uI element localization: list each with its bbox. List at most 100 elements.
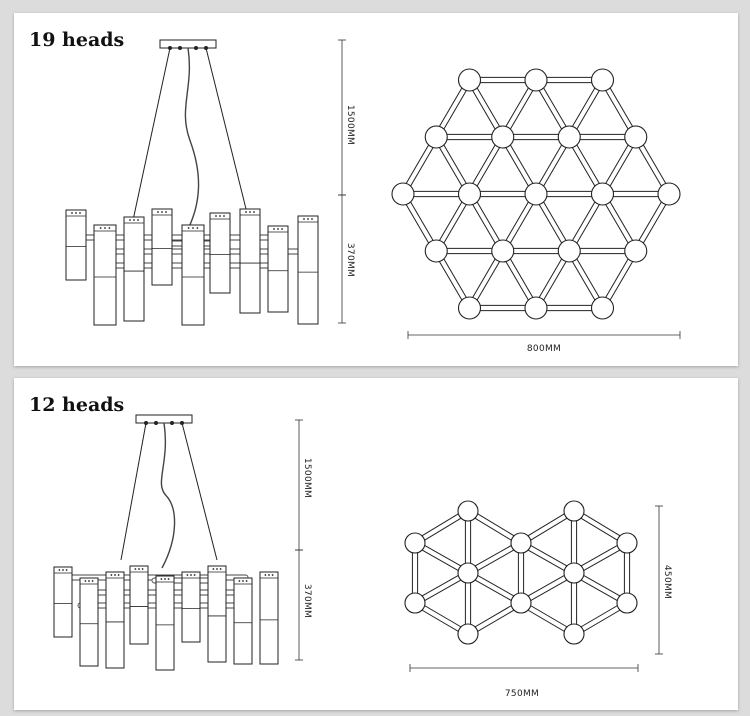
- light-tube: [267, 225, 289, 313]
- tube-vent-dot: [91, 580, 94, 582]
- tube-vent-dot: [249, 211, 251, 213]
- light-head: [563, 623, 585, 645]
- connecting-rod: [416, 600, 470, 633]
- light-head: [457, 68, 482, 92]
- light-head: [510, 592, 532, 614]
- connecting-rod: [572, 600, 626, 633]
- connecting-rod: [466, 600, 520, 633]
- light-tube: [259, 571, 279, 665]
- suspension-wire: [205, 47, 251, 226]
- tube-vent-dot: [277, 228, 279, 230]
- light-tube: [93, 224, 117, 326]
- power-cord: [160, 422, 176, 569]
- tube-vent-dot: [273, 228, 275, 230]
- light-head: [457, 296, 482, 320]
- suspension-wire: [131, 47, 171, 226]
- tube-vent-dot: [268, 574, 270, 576]
- body-height-label: 370MM: [345, 243, 355, 277]
- suspension-wire: [181, 422, 218, 561]
- canopy: [159, 39, 217, 49]
- canopy: [135, 414, 193, 424]
- side-elevation: [53, 414, 279, 671]
- tube-vent-dot: [138, 568, 140, 570]
- light-tube: [181, 571, 201, 643]
- light-head: [590, 296, 615, 320]
- tube-vent-dot: [165, 211, 167, 213]
- connecting-rod: [572, 512, 626, 546]
- light-head: [491, 125, 515, 149]
- light-tube: [209, 212, 231, 294]
- light-tube: [181, 224, 205, 326]
- variant-12-drawing: 1500MM 370MM 450MM 750MM: [53, 414, 672, 699]
- top-view: [391, 68, 681, 320]
- tube-vent-dot: [133, 219, 135, 221]
- connecting-rod: [519, 508, 573, 542]
- light-tube: [239, 208, 261, 314]
- connecting-rod: [413, 604, 467, 637]
- light-tube: [53, 566, 73, 638]
- width-label: 750MM: [505, 689, 539, 699]
- suspension-wire: [120, 422, 147, 561]
- depth-label: 450MM: [662, 565, 672, 599]
- tube-vent-dot: [58, 569, 61, 571]
- connecting-rod: [466, 512, 520, 546]
- light-head: [616, 532, 638, 554]
- tube-vent-dot: [65, 569, 68, 571]
- tube-vent-dot: [192, 227, 194, 229]
- connecting-rod: [522, 600, 576, 633]
- tube-vent-dot: [110, 574, 113, 576]
- light-head: [590, 182, 615, 206]
- canopy-screw: [178, 46, 182, 50]
- tube-vent-dot: [117, 574, 120, 576]
- tube-vent-dot: [307, 218, 309, 220]
- light-head: [524, 182, 548, 206]
- side-elevation: [65, 39, 319, 326]
- power-cord: [184, 47, 200, 234]
- light-tube: [297, 215, 319, 325]
- light-head: [657, 182, 681, 206]
- connecting-rod: [416, 512, 470, 546]
- light-head: [457, 500, 479, 522]
- light-head: [457, 623, 479, 645]
- tube-vent-dot: [75, 212, 77, 214]
- connecting-rod: [413, 508, 467, 542]
- variant-19-panel: 19 heads 1500MM 370MM 800MM: [14, 13, 738, 366]
- light-head: [590, 68, 615, 92]
- connecting-rod: [469, 508, 523, 542]
- tube-vent-dot: [196, 227, 199, 229]
- light-tube: [123, 216, 145, 322]
- connecting-rod: [519, 604, 573, 637]
- connecting-rod: [522, 512, 576, 546]
- light-head: [424, 125, 448, 149]
- tube-vent-dot: [281, 228, 283, 230]
- tube-vent-dot: [216, 568, 218, 570]
- tube-vent-dot: [223, 215, 225, 217]
- tube-vent-dot: [114, 574, 116, 576]
- tube-vent-dot: [164, 578, 166, 580]
- light-tube: [155, 575, 175, 671]
- tube-vent-dot: [104, 227, 106, 229]
- light-head: [510, 532, 532, 554]
- tube-vent-dot: [186, 574, 189, 576]
- light-head: [557, 125, 581, 149]
- light-head: [404, 532, 426, 554]
- tube-vent-dot: [253, 211, 255, 213]
- top-view: [404, 500, 638, 645]
- variant-title: 12 heads: [29, 394, 125, 416]
- tube-vent-dot: [212, 568, 215, 570]
- connecting-rod: [575, 604, 629, 637]
- light-head: [624, 125, 648, 149]
- tube-vent-dot: [79, 212, 81, 214]
- light-head: [457, 562, 479, 584]
- tube-vent-dot: [108, 227, 111, 229]
- tube-vent-dot: [219, 568, 222, 570]
- tube-vent-dot: [238, 580, 241, 582]
- tube-vent-dot: [160, 578, 163, 580]
- tube-vent-dot: [311, 218, 313, 220]
- tube-vent-dot: [264, 574, 267, 576]
- width-label: 800MM: [527, 344, 561, 354]
- light-head: [457, 182, 482, 206]
- tube-vent-dot: [242, 580, 244, 582]
- light-head: [424, 239, 448, 263]
- tube-vent-dot: [219, 215, 221, 217]
